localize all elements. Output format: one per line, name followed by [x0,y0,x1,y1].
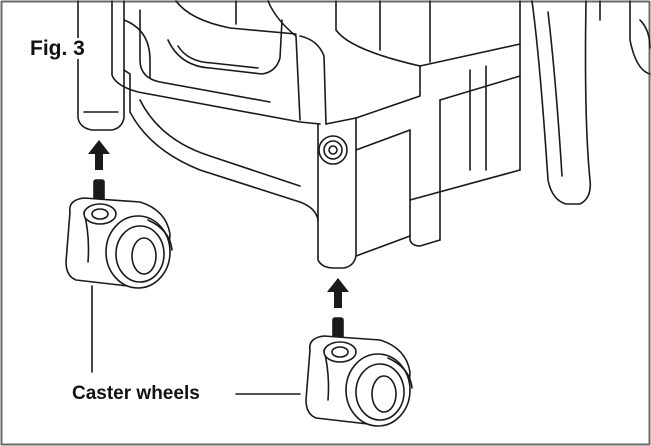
caster-wheel-icon [305,317,413,427]
machine-body [77,0,651,269]
caster-wheels-label: Caster wheels [72,383,200,404]
up-arrow-icon [327,278,349,308]
figure-title: Fig. 3 [30,38,89,59]
corner-knob [318,135,348,165]
up-arrow-icon [88,140,110,170]
caster-wheel-icon [65,179,173,373]
